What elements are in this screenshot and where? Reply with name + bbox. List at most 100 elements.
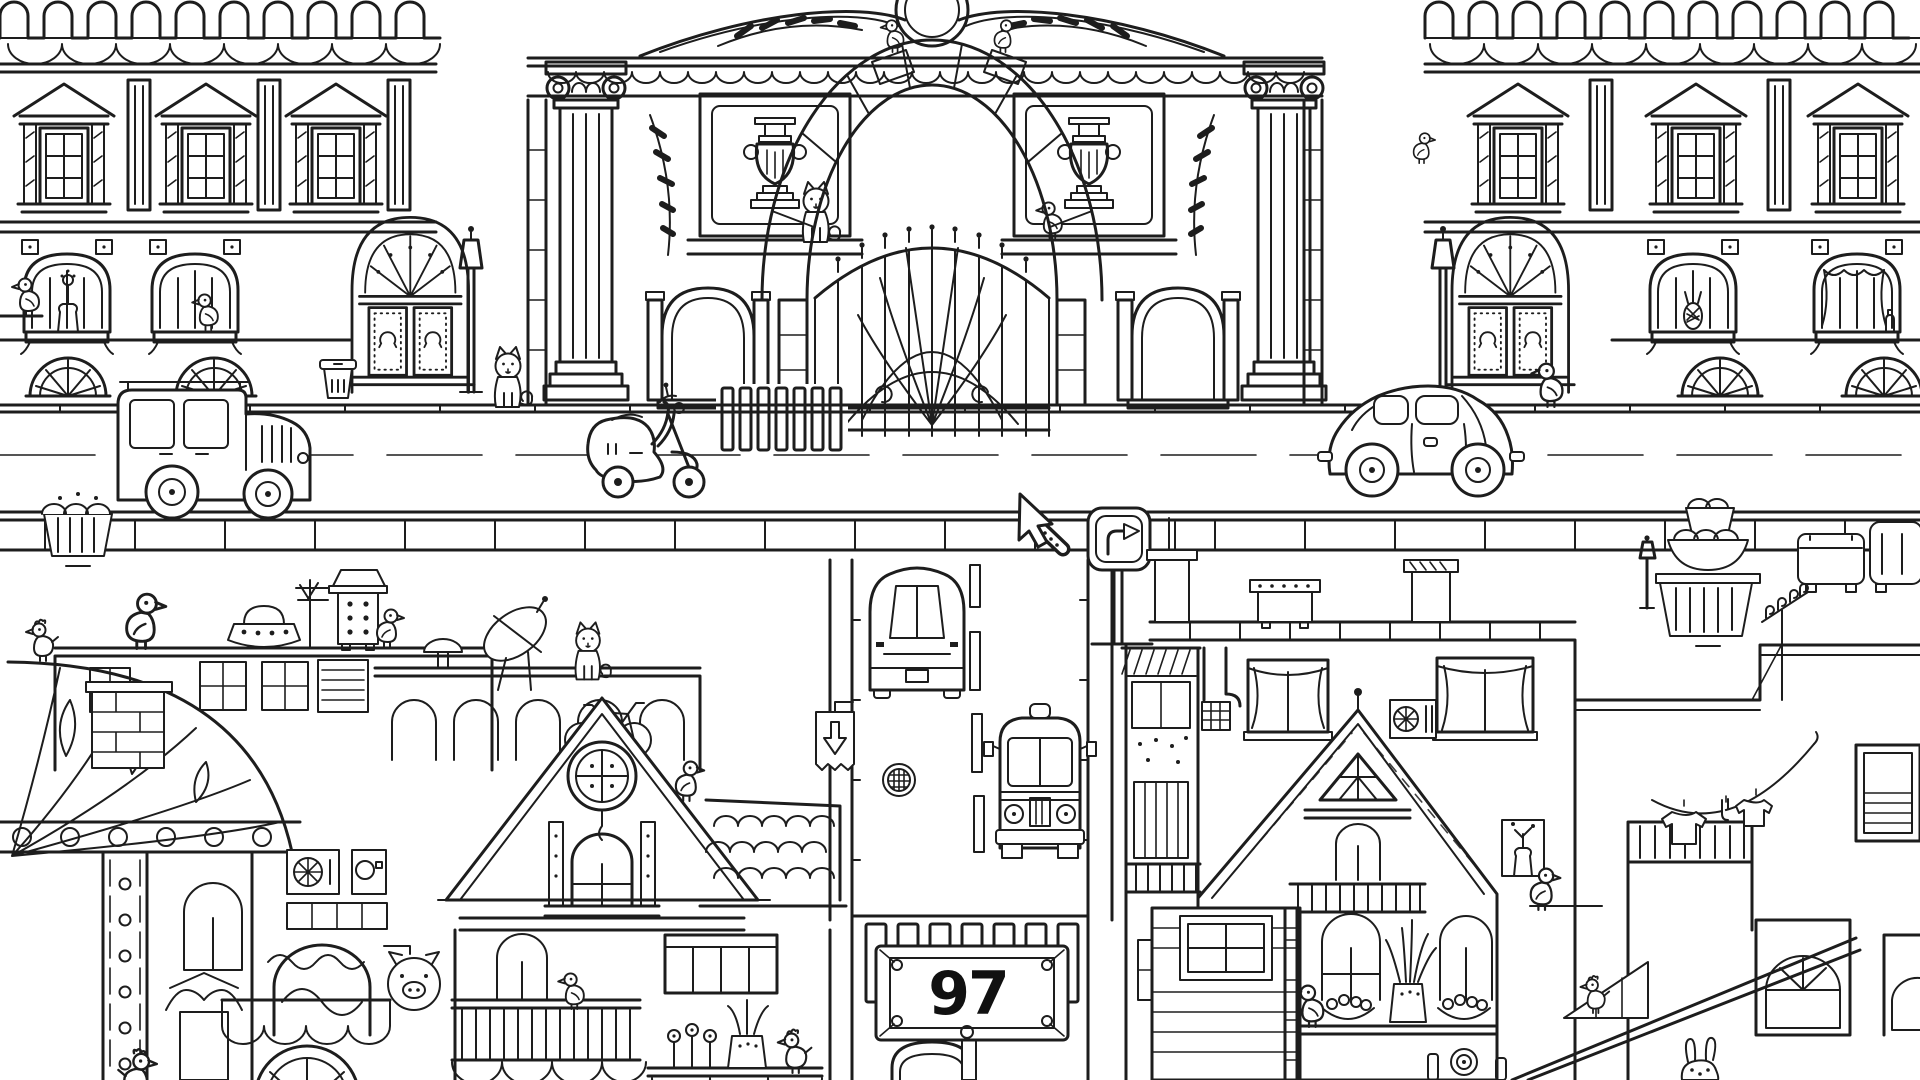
- sill-duck[interactable]: [11, 277, 40, 317]
- stacked-planters-right: [1655, 498, 1761, 647]
- vase-with-flower[interactable]: [57, 269, 79, 333]
- pedimented-window: [1806, 82, 1910, 214]
- second-parapet: [373, 666, 702, 772]
- chimney-with-pipe: [1146, 517, 1198, 623]
- left-wall-windows: [165, 850, 254, 1080]
- rosette-window: [256, 1044, 358, 1080]
- box-truck[interactable]: [116, 381, 312, 520]
- fanlight-window: [1840, 356, 1920, 398]
- potted-plant: [727, 999, 769, 1069]
- ac-unit: [1389, 699, 1437, 739]
- tall-potted-plant: [1385, 919, 1437, 1023]
- fan-vent-boxes: [286, 849, 387, 895]
- vase-flower-window: [1501, 819, 1545, 877]
- cat-on-gate-ledge[interactable]: [801, 181, 842, 243]
- pedimented-window: [284, 82, 388, 214]
- round-medallion: [894, 0, 970, 48]
- laurel-branch: [717, 15, 1147, 47]
- window-box-hen[interactable]: [776, 1028, 813, 1074]
- palm-fan-motif: [845, 227, 1019, 426]
- grand-door-right: [1444, 215, 1576, 394]
- spotted-bunny[interactable]: [1680, 1036, 1720, 1080]
- main-arch: [760, 38, 1104, 407]
- curly-antenna: [1751, 583, 1809, 701]
- pedimented-window: [154, 82, 258, 214]
- window-duck[interactable]: [191, 293, 219, 331]
- pig-face-sign[interactable]: [383, 945, 441, 1011]
- boat-pod[interactable]: [227, 605, 301, 648]
- pilaster: [1588, 78, 1792, 212]
- tiled-roof-wing: [698, 798, 848, 908]
- a-frame-house: [437, 696, 832, 1080]
- panel-ledge: [686, 238, 1178, 256]
- terrace-edge-band: [0, 518, 1920, 552]
- satellite-dish[interactable]: [474, 596, 555, 691]
- flowers: [667, 1023, 717, 1069]
- cursor-pointer: [1017, 492, 1071, 557]
- arched-window-curtain: [1809, 238, 1905, 356]
- basement-details: [1427, 1048, 1507, 1080]
- lower-right-block: [1086, 506, 1920, 1080]
- balcony-duck[interactable]: [557, 972, 585, 1010]
- balcony: [450, 933, 647, 1080]
- clothesline: [1651, 731, 1819, 845]
- grand-door-left: [344, 215, 476, 394]
- fascia-duck[interactable]: [1529, 867, 1562, 912]
- scroll-arch-window: [267, 943, 372, 1037]
- fanlight-window: [1676, 356, 1764, 398]
- side-arch-right: [1114, 286, 1242, 410]
- pedimented-window: [1466, 82, 1570, 214]
- delivery-truck-front[interactable]: [983, 703, 1097, 859]
- vent-hut: [328, 569, 388, 651]
- fruit-bowl: [1321, 994, 1375, 1020]
- beetle-car[interactable]: [1317, 384, 1525, 498]
- right-wing: [1501, 583, 1920, 1080]
- brick-chimney: [85, 681, 173, 769]
- ionic-column-left: [542, 60, 630, 402]
- curtained-window: [1243, 658, 1333, 741]
- pineapple[interactable]: [1683, 289, 1703, 330]
- hanging-laurel-garland: [649, 114, 1215, 256]
- tv-antenna: [295, 579, 331, 649]
- triumphal-gate: [526, 0, 1328, 456]
- counter-value: 97: [928, 959, 1008, 1029]
- lower-road: 97: [828, 558, 1114, 1080]
- fan-arch-window: [1754, 918, 1852, 1037]
- pedimented-window: [12, 82, 116, 214]
- urn-panel-left: [698, 92, 852, 238]
- fan-arch-window: [1882, 933, 1920, 1037]
- lower-left-block: [0, 569, 848, 1080]
- scalloped-awning: [220, 998, 392, 1045]
- street-lamp: [458, 226, 484, 394]
- lace-curtain-and-bottle: [1821, 269, 1895, 333]
- flat-roof-building: [1146, 517, 1577, 1080]
- curtained-window: [1432, 656, 1538, 741]
- hatchback-rear-view[interactable]: [868, 566, 966, 699]
- fanlight-window: [24, 356, 112, 398]
- window-box-scene: [646, 933, 824, 1080]
- facade-bird[interactable]: [1412, 132, 1436, 164]
- manhole[interactable]: [882, 763, 916, 797]
- paper-cup[interactable]: [319, 359, 357, 399]
- right-turn-sign[interactable]: [1086, 506, 1152, 646]
- parapet-duck[interactable]: [376, 608, 405, 648]
- vespa-scooter[interactable]: [586, 382, 706, 499]
- duct-pipe: [1201, 646, 1242, 731]
- pedimented-window: [1644, 82, 1748, 214]
- car-roof-bottom[interactable]: [890, 1040, 974, 1080]
- big-roof-duck[interactable]: [125, 592, 168, 650]
- sloped-fascia: [1510, 905, 1862, 1080]
- dumpster-bins: [1797, 521, 1920, 593]
- bottom-left-hen[interactable]: [117, 1048, 159, 1080]
- mushroom-vent: [423, 638, 463, 669]
- triangle-skylight: [1563, 961, 1649, 1019]
- roof-cat[interactable]: [574, 621, 612, 681]
- counter-billboard: 97: [874, 944, 1070, 1080]
- fruit-bowl: [1437, 994, 1491, 1020]
- hen-on-arch[interactable]: [25, 618, 59, 662]
- down-arrow-sign[interactable]: [815, 701, 855, 771]
- upper-left-palazzo: [0, 0, 484, 399]
- urn-panel-right: [1012, 92, 1166, 238]
- arched-window-row: [391, 699, 685, 761]
